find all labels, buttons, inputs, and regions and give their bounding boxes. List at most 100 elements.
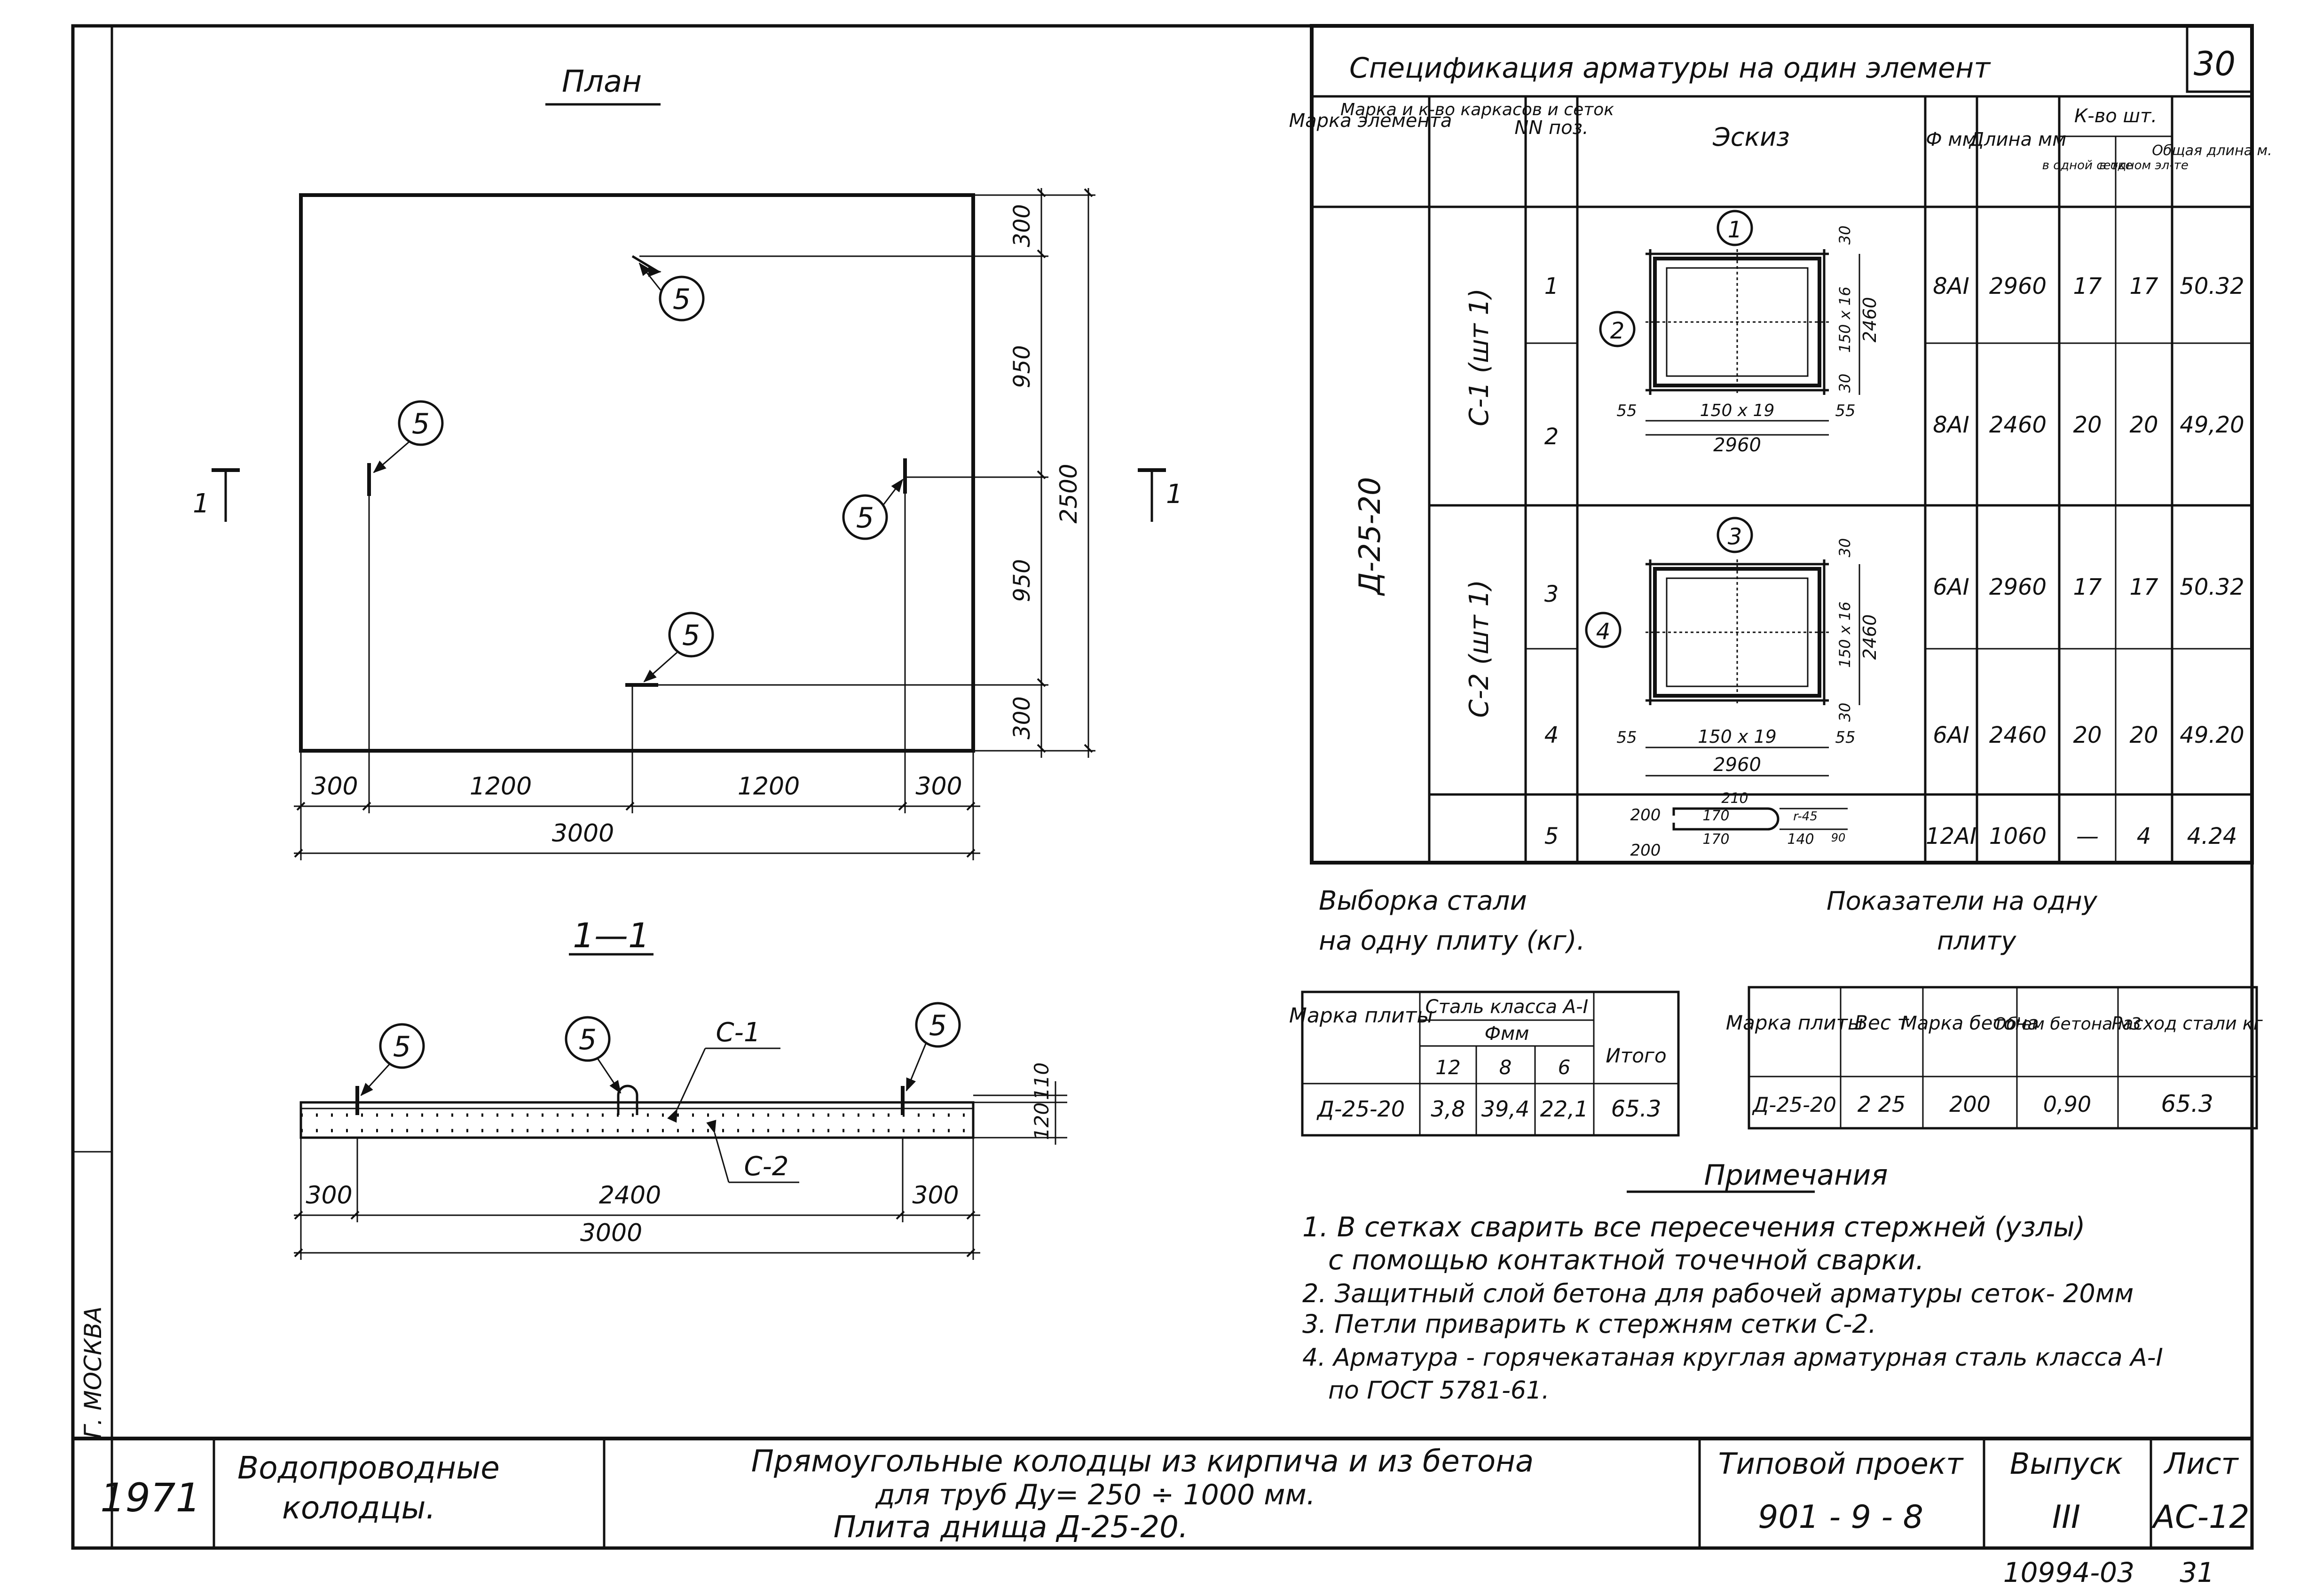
dim-label: 150 x 16	[1836, 601, 1854, 668]
header-qty-mesh: в одной сетке	[2042, 158, 2133, 173]
cell-qty-elem: 17	[2129, 273, 2158, 299]
cell-total: 50.32	[2180, 574, 2244, 600]
category: колодцы.	[282, 1490, 435, 1526]
dim-label: 140	[1787, 831, 1814, 848]
spec-row: 1 8AI 2960 17 17 50.32	[1544, 273, 2244, 299]
cell-qty-elem: 20	[2129, 412, 2158, 438]
ind-title: Показатели на одну	[1827, 886, 2098, 916]
steel-title: на одну плиту (кг).	[1319, 926, 1585, 956]
note-line: 4. Арматура - горячекатаная круглая арма…	[1302, 1344, 2163, 1372]
cell-qty-mesh: —	[2076, 823, 2099, 849]
dim-label: r-45	[1793, 810, 1818, 824]
dim-label: 300	[915, 772, 962, 801]
mark-label: 3	[1728, 524, 1742, 550]
cell-pos: 5	[1544, 823, 1559, 849]
spec-row: 3 6AI 2960 17 17 50.32	[1544, 574, 2244, 607]
note-line: 3. Петли приварить к стержням сетки С-2.	[1302, 1309, 1876, 1339]
cell-pos: 3	[1544, 581, 1559, 607]
label-c1: С-1	[716, 1017, 761, 1048]
dim-label: 120	[1030, 1102, 1053, 1140]
note-line: 2. Защитный слой бетона для рабочей арма…	[1302, 1279, 2134, 1308]
plan-view: План 5 5 5 5	[193, 64, 1183, 860]
spec-title: Спецификация арматуры на один элемент	[1349, 52, 1991, 85]
cell-d6: 22,1	[1540, 1096, 1588, 1122]
dim-label: 30	[1836, 226, 1854, 245]
dim-label: 55	[1835, 401, 1855, 420]
section-title: 1—1	[573, 916, 650, 955]
header-d6: 6	[1558, 1056, 1571, 1079]
issue-label: Выпуск	[2010, 1447, 2123, 1481]
dim-label: 55	[1835, 728, 1855, 747]
dim-label: 950	[1009, 559, 1035, 602]
section-mark-label: 1	[193, 488, 210, 519]
cell-pos: 4	[1544, 722, 1559, 748]
cell-mark: Д-25-20	[1316, 1096, 1405, 1122]
cell-dia: 8AI	[1933, 412, 1969, 438]
cell-qty-mesh: 17	[2073, 574, 2102, 600]
dim-label: 55	[1616, 401, 1637, 420]
cell-mark: Д-25-20	[1752, 1093, 1836, 1117]
header-class: Сталь класса А-I	[1425, 996, 1589, 1018]
header-fmm: Фмм	[1485, 1023, 1529, 1045]
callout-label: 5	[856, 502, 874, 535]
sheet-label: Лист	[2163, 1447, 2239, 1481]
dim-label: 3000	[580, 1219, 642, 1247]
sheet-number: АС-12	[2151, 1499, 2249, 1536]
cell-weight: 2 25	[1858, 1092, 1906, 1117]
cell-len: 2460	[1989, 722, 2047, 748]
cell-total: 49,20	[2180, 412, 2244, 438]
cell-d8: 39,4	[1481, 1096, 1529, 1122]
header-total: Общая длина м.	[2152, 142, 2272, 159]
label-c2: С-2	[744, 1151, 789, 1182]
year: 1971	[100, 1475, 201, 1521]
mark-label: 4	[1596, 619, 1611, 645]
section-dims: 300 2400 300 3000 110 120	[294, 1062, 1067, 1260]
project-number: 901 - 9 - 8	[1758, 1499, 1923, 1536]
notes-title: Примечания	[1704, 1159, 1888, 1192]
callout-label: 5	[673, 283, 691, 316]
cell-qty-mesh: 17	[2073, 273, 2102, 299]
dim-label: 90	[1831, 831, 1846, 844]
dim-label: 2960	[1713, 434, 1761, 456]
dim-label: 3000	[552, 819, 614, 848]
dim-label: 2500	[1055, 464, 1082, 523]
callout-label: 5	[682, 619, 700, 652]
project-label: Типовой проект	[1718, 1447, 1964, 1481]
spec-table: Спецификация арматуры на один элемент Ма…	[1289, 24, 2272, 865]
plan-loops	[367, 255, 907, 687]
header-steel-use: Расход стали кг	[2111, 1013, 2263, 1034]
title-block: 1971 Водопроводные колодцы. Прямоугольны…	[73, 1437, 2252, 1548]
cell-qty-elem: 20	[2129, 722, 2158, 748]
dim-label: 170	[1702, 808, 1729, 824]
dim-label: 1200	[470, 772, 532, 801]
cell-len: 2960	[1989, 273, 2047, 299]
dim-label: 300	[1009, 204, 1035, 247]
cell-dia: 6AI	[1933, 574, 1969, 600]
plan-callouts: 5 5 5 5	[373, 262, 904, 683]
ind-title: плиту	[1937, 926, 2016, 956]
section-mark-left: 1	[193, 468, 240, 522]
cell-qty-elem: 4	[2137, 823, 2151, 849]
dim-label: 170	[1702, 831, 1729, 848]
cell-pos: 2	[1544, 424, 1559, 450]
callout-label: 5	[412, 408, 430, 440]
spec-row: 2 8AI 2460 20 20 49,20	[1544, 412, 2244, 450]
dim-label: 150 x 19	[1698, 726, 1777, 747]
dim-label: 2400	[599, 1181, 661, 1210]
indicators-table: Показатели на одну плиту Марка плиты Вес…	[1726, 886, 2263, 1130]
header-volume: Об'ем бетона м3	[1993, 1014, 2142, 1034]
plan-dims-bottom: 300 1200 1200 300 3000	[294, 772, 980, 858]
header-mark: Марка плиты	[1726, 1011, 1863, 1034]
mark-label: 1	[1728, 217, 1742, 243]
steel-title: Выборка стали	[1319, 886, 1527, 916]
cell-len: 2960	[1989, 574, 2047, 600]
header-d8: 8	[1499, 1056, 1512, 1079]
element-mark: Д-25-20	[1353, 477, 1387, 597]
cell-qty-mesh: 20	[2073, 412, 2102, 438]
dim-label: 2960	[1713, 754, 1761, 776]
cell-steel-use: 65.3	[2161, 1090, 2213, 1117]
spec-rows: 1 8AI 2960 17 17 50.32 2 8AI 2460 20 20 …	[1544, 273, 2244, 849]
issue-number: III	[2052, 1499, 2080, 1536]
cell-concrete: 200	[1949, 1092, 1991, 1117]
cell-volume: 0,90	[2043, 1092, 2091, 1117]
